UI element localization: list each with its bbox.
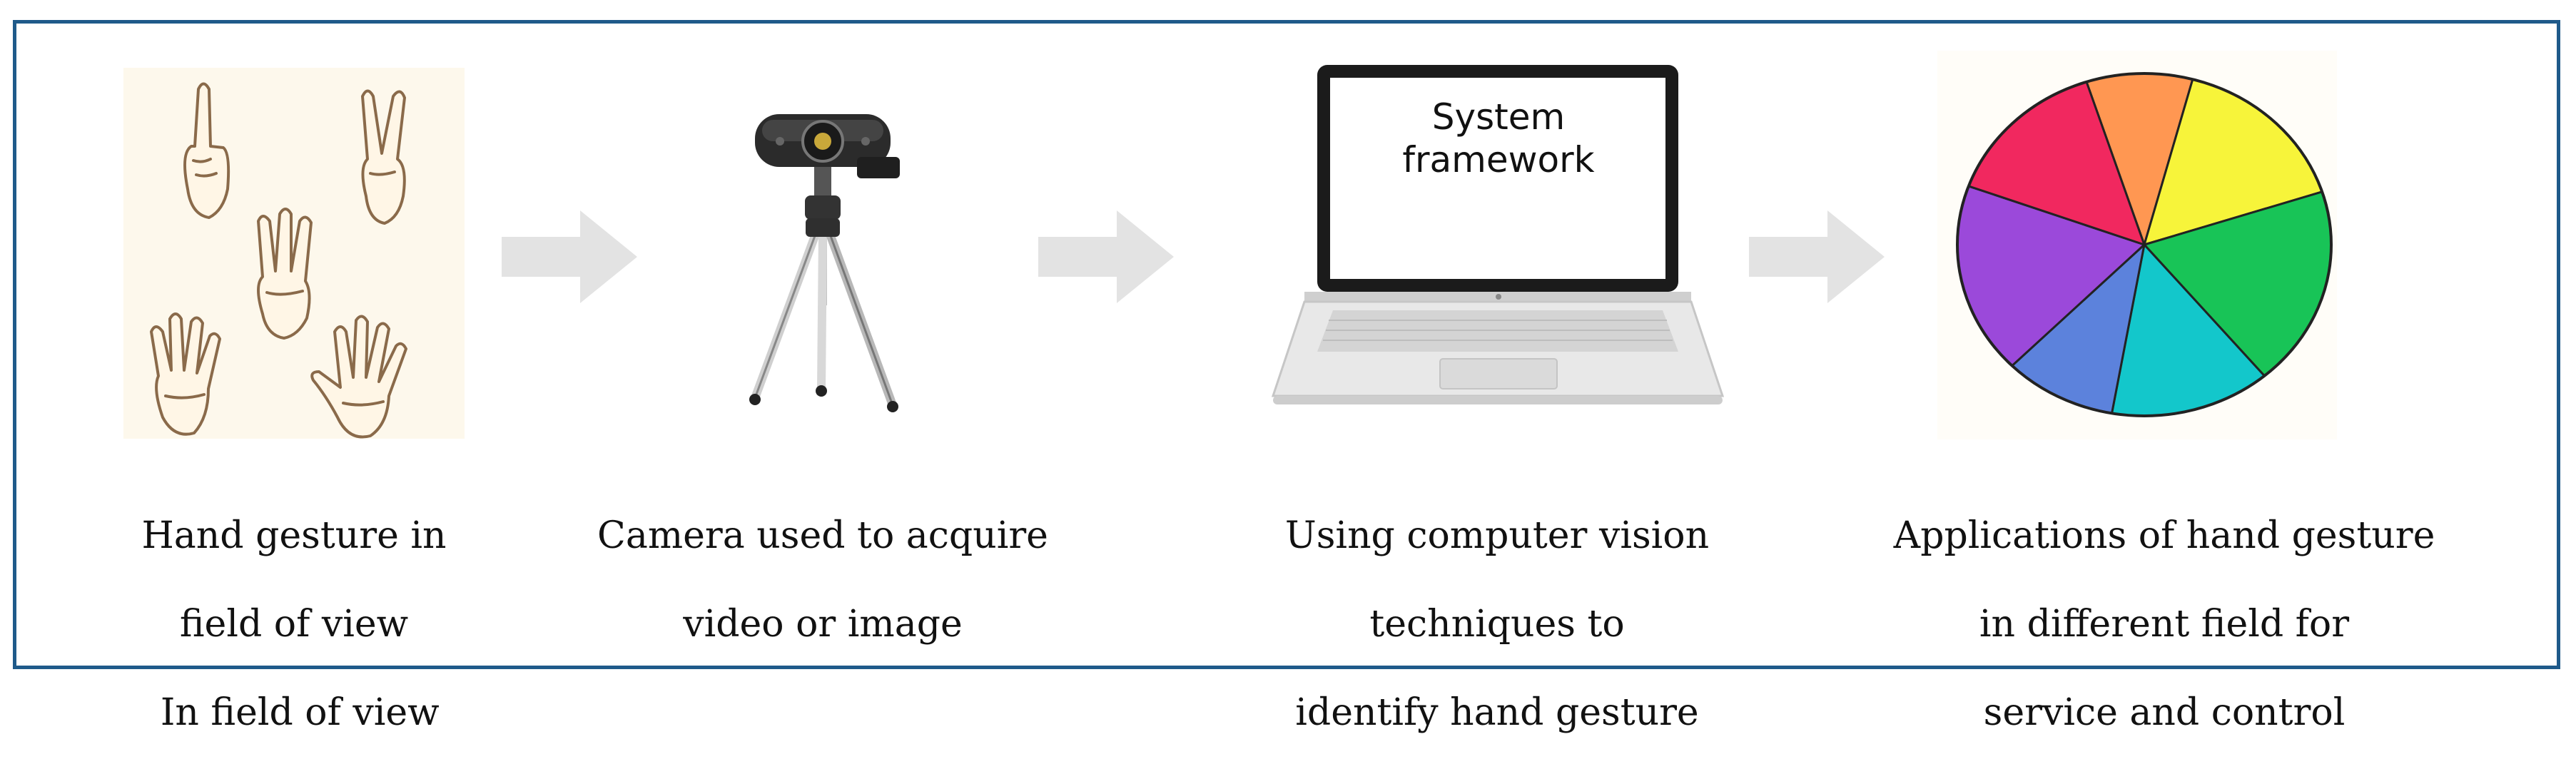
arrow-right-icon [1749, 210, 1885, 303]
caption-camera: Camera used to acquire video or image [566, 469, 1080, 691]
caption-line: In field of view [148, 691, 440, 734]
laptop-icon: System framework [1271, 65, 1725, 404]
caption-line: Using computer vision [1284, 514, 1710, 557]
pie-chart-icon [1937, 51, 2337, 439]
caption-line: Applications of hand gesture [1893, 514, 2435, 557]
screen-line: System [1432, 96, 1565, 138]
caption-line: Camera used to acquire [597, 514, 1048, 557]
caption-applications: Applications of hand gesture in differen… [1850, 469, 2478, 779]
caption-line: in different field for [1979, 603, 2350, 646]
webcam-tripod-icon [749, 114, 900, 412]
hand-gestures-icon [123, 68, 465, 439]
stage-camera [701, 98, 944, 412]
arrow-right-icon [1038, 210, 1174, 303]
caption-hand-gesture: Hand gesture in field of view In field o… [73, 469, 514, 779]
caption-line: field of view [179, 603, 409, 646]
screen-line: framework [1402, 139, 1594, 180]
caption-line: service and control [1983, 691, 2346, 734]
arrow-right-icon [502, 210, 637, 303]
stage-applications [1937, 51, 2337, 439]
caption-system-framework: Using computer vision techniques to iden… [1226, 469, 1768, 779]
caption-line: identify hand gesture [1295, 691, 1699, 734]
caption-line: techniques to [1369, 603, 1625, 646]
stage-hand-gesture [123, 68, 465, 439]
diagram-frame: Hand gesture in field of view In field o… [13, 20, 2560, 734]
stage-system-framework: System framework [1269, 61, 1725, 417]
caption-line: Hand gesture in [141, 514, 447, 557]
caption-line: video or image [683, 603, 963, 646]
